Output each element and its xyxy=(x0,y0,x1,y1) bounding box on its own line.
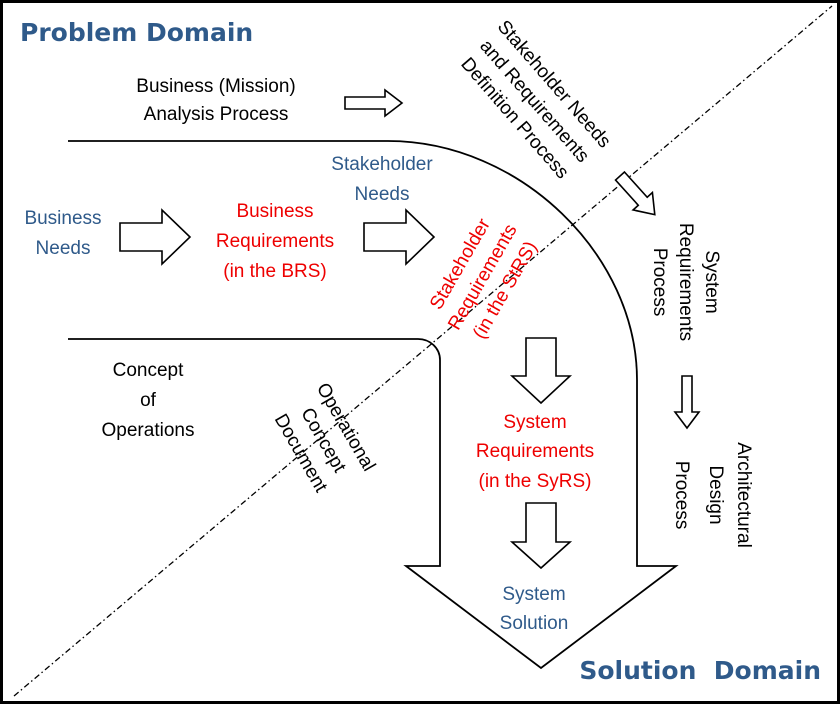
svg-text:System: System xyxy=(503,412,566,433)
architectural-design-process-label: Architectural Design Process xyxy=(671,442,754,548)
stakeholder-requirements-label: Stakeholder Requirements (in the StRS) xyxy=(426,215,542,343)
svg-text:Process: Process xyxy=(671,461,692,530)
system-requirements-label: System Requirements (in the SyRS) xyxy=(476,412,594,492)
svg-text:Concept: Concept xyxy=(113,360,184,381)
svg-text:Needs: Needs xyxy=(355,184,410,205)
problem-domain-title: Problem Domain xyxy=(20,18,253,47)
svg-text:Requirements: Requirements xyxy=(675,223,696,341)
solution-domain-title: Solution Domain xyxy=(579,656,821,685)
needs-to-requirements-arrow xyxy=(119,208,192,266)
svg-text:Requirements: Requirements xyxy=(216,231,334,252)
system-requirements-process-label: System Requirements Process xyxy=(649,223,722,341)
requirements-to-stakeholder-arrow xyxy=(363,208,436,266)
svg-text:Analysis Process: Analysis Process xyxy=(144,104,289,125)
stakeholder-needs-label: Stakeholder Needs xyxy=(331,154,433,205)
svg-text:Operations: Operations xyxy=(102,420,195,441)
business-needs-label: Business Needs xyxy=(24,208,101,259)
analysis-to-definition-arrow xyxy=(344,88,404,118)
domain-divider-line xyxy=(13,5,833,697)
svg-text:System: System xyxy=(701,250,722,313)
system-solution-label: System Solution xyxy=(500,584,569,634)
svg-text:Solution: Solution xyxy=(500,613,569,634)
system-to-architectural-arrow xyxy=(673,375,701,430)
stakeholder-definition-process-label: Stakeholder Needs and Requirements Defin… xyxy=(456,16,614,183)
svg-text:System: System xyxy=(502,584,565,605)
business-requirements-label: Business Requirements (in the BRS) xyxy=(216,201,334,282)
svg-text:Design: Design xyxy=(705,465,726,524)
concept-of-operations-label: Concept of Operations xyxy=(102,360,195,441)
business-analysis-process-label: Business (Mission) Analysis Process xyxy=(136,76,295,125)
svg-text:Architectural: Architectural xyxy=(733,442,754,548)
stakeholder-to-system-req-arrow xyxy=(509,337,573,405)
operational-concept-document-label: Operational Concept Document xyxy=(270,379,379,496)
svg-text:Requirements: Requirements xyxy=(476,441,594,462)
svg-text:Business (Mission): Business (Mission) xyxy=(136,76,295,97)
svg-text:(in the SyRS): (in the SyRS) xyxy=(479,471,592,492)
svg-text:Process: Process xyxy=(649,248,670,317)
requirements-band-arrow xyxy=(68,140,679,670)
svg-text:Business: Business xyxy=(24,208,101,229)
svg-text:Needs: Needs xyxy=(36,238,91,259)
svg-text:Stakeholder: Stakeholder xyxy=(331,154,433,175)
svg-text:Business: Business xyxy=(236,201,313,222)
svg-text:of: of xyxy=(140,390,157,411)
system-req-to-solution-arrow xyxy=(509,502,573,570)
definition-to-system-process-arrow xyxy=(614,170,656,216)
svg-text:(in the BRS): (in the BRS) xyxy=(223,261,326,282)
